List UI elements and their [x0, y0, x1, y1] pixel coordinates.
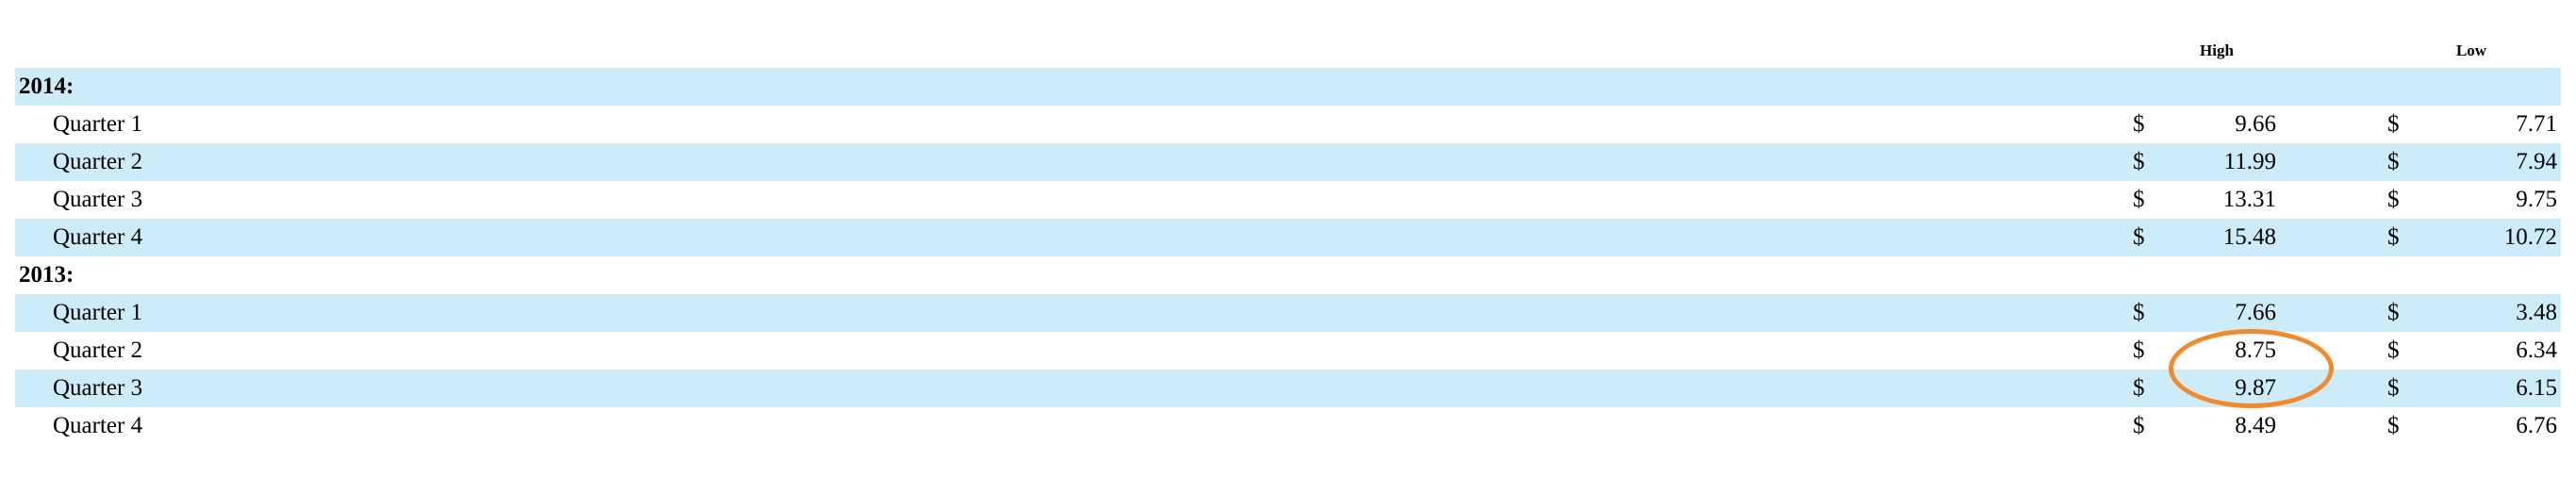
currency-symbol: $: [2133, 111, 2145, 137]
currency-symbol: $: [2133, 149, 2145, 174]
high-value: 13.31: [2222, 187, 2276, 212]
low-value: 10.72: [2503, 224, 2557, 250]
currency-symbol: $: [2133, 413, 2145, 438]
year-row-2013: 2013:: [15, 256, 2561, 294]
quarter-label: Quarter 3: [53, 187, 143, 212]
low-value: 7.71: [2516, 111, 2557, 137]
low-value: 7.94: [2516, 149, 2557, 174]
low-value: 3.48: [2516, 300, 2557, 325]
table-row: Quarter 4 $ 8.49 $ 6.76: [15, 407, 2561, 445]
currency-symbol: $: [2387, 300, 2400, 325]
table-row: Quarter 4 $ 15.48 $ 10.72: [15, 219, 2561, 256]
currency-symbol: $: [2387, 187, 2400, 212]
high-value: 8.49: [2235, 413, 2276, 438]
currency-symbol: $: [2387, 149, 2400, 174]
low-value: 6.34: [2516, 337, 2557, 363]
high-value: 11.99: [2223, 149, 2276, 174]
currency-symbol: $: [2387, 224, 2400, 250]
currency-symbol: $: [2387, 111, 2400, 137]
currency-symbol: $: [2133, 224, 2145, 250]
currency-symbol: $: [2133, 375, 2145, 401]
highlight-ellipse: [2169, 329, 2334, 408]
currency-symbol: $: [2133, 300, 2145, 325]
currency-symbol: $: [2133, 337, 2145, 363]
table-row: Quarter 3 $ 13.31 $ 9.75: [15, 181, 2561, 219]
year-label: 2013:: [19, 262, 74, 288]
low-value: 9.75: [2516, 187, 2557, 212]
quarter-label: Quarter 4: [53, 413, 143, 438]
quarter-label: Quarter 1: [53, 111, 143, 137]
quarter-label: Quarter 2: [53, 149, 143, 174]
low-value: 6.76: [2516, 413, 2557, 438]
quarter-label: Quarter 1: [53, 300, 143, 325]
high-value: 7.66: [2235, 300, 2276, 325]
currency-symbol: $: [2133, 187, 2145, 212]
year-row-2014: 2014:: [15, 68, 2561, 106]
currency-symbol: $: [2387, 375, 2400, 401]
year-label: 2014:: [19, 74, 74, 99]
quarter-label: Quarter 3: [53, 375, 143, 401]
currency-symbol: $: [2387, 337, 2400, 363]
table-row: Quarter 1 $ 7.66 $ 3.48: [15, 294, 2561, 332]
low-value: 6.15: [2516, 375, 2557, 401]
quarter-label: Quarter 2: [53, 337, 143, 363]
table-row: Quarter 2 $ 11.99 $ 7.94: [15, 143, 2561, 181]
table-row: Quarter 1 $ 9.66 $ 7.71: [15, 106, 2561, 143]
high-value: 15.48: [2222, 224, 2276, 250]
quarter-label: Quarter 4: [53, 224, 143, 250]
high-value: 9.66: [2235, 111, 2276, 137]
currency-symbol: $: [2387, 413, 2400, 438]
table-row: Quarter 3 $ 9.87 $ 6.15: [15, 370, 2561, 407]
